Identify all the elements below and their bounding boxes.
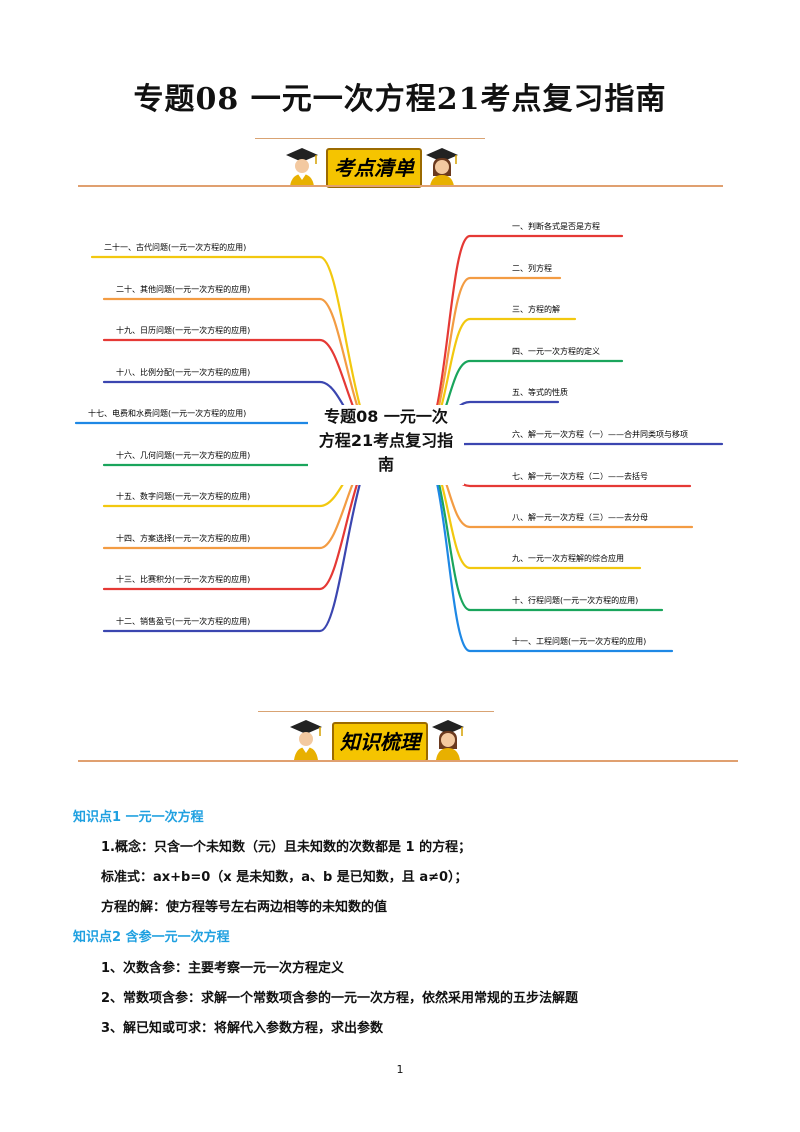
mindmap-center-line: 南 <box>377 455 394 474</box>
mindmap-right-item: 六、解一元一次方程（一）——合并同类项与移项 <box>512 430 688 439</box>
mindmap-right-item: 三、方程的解 <box>512 305 560 314</box>
mindmap-right-item: 八、解一元一次方程（三）——去分母 <box>512 513 648 522</box>
mindmap-left-item: 二十、其他问题(一元一次方程的应用) <box>116 285 251 294</box>
kp2-line: 2、常数项含参：求解一个常数项含参的一元一次方程，依然采用常规的五步法解题 <box>101 991 579 1006</box>
kp1-line: 方程的解：使方程等号左右两边相等的未知数的值 <box>101 900 388 915</box>
banner-bottom-rule <box>78 185 723 187</box>
graduate-boy-icon <box>288 718 324 760</box>
banner-bottom-rule <box>78 760 738 762</box>
mindmap-right-item: 四、一元一次方程的定义 <box>512 347 600 356</box>
mindmap-left-item: 十二、销售盈亏(一元一次方程的应用) <box>116 617 251 626</box>
graduate-girl-icon <box>424 146 460 186</box>
mindmap-left-item: 十四、方案选择(一元一次方程的应用) <box>116 534 251 543</box>
mindmap-center-line: 方程21考点复习指 <box>318 431 454 450</box>
banner-top-rule <box>258 711 494 712</box>
graduate-girl-icon <box>430 718 466 760</box>
kp1-line: 1.概念：只含一个未知数（元）且未知数的次数都是 1 的方程； <box>101 840 472 855</box>
mindmap-left-item: 十八、比例分配(一元一次方程的应用) <box>116 368 251 377</box>
kp1-line: 标准式：ax+b=0（x 是未知数，a、b 是已知数，且 a≠0）； <box>101 870 468 885</box>
mindmap-right-item: 九、一元一次方程解的综合应用 <box>512 554 624 563</box>
mindmap-center-line: 专题08 一元一次 <box>324 407 448 426</box>
mindmap-left-item: 十五、数字问题(一元一次方程的应用) <box>116 492 251 501</box>
page-title: 专题08 一元一次方程21考点复习指南 <box>133 82 667 117</box>
knowledge-point-2-title: 知识点2 含参一元一次方程 <box>73 930 230 945</box>
mindmap-left-item: 十九、日历问题(一元一次方程的应用) <box>116 326 251 335</box>
mindmap-left-item: 十六、几何问题(一元一次方程的应用) <box>116 451 251 460</box>
mindmap-right-item: 七、解一元一次方程（二）——去括号 <box>512 472 648 481</box>
section-banner-knowledge: 知识梳理 <box>332 722 428 762</box>
mindmap-left-item: 十三、比赛积分(一元一次方程的应用) <box>116 575 251 584</box>
mindmap-right-item: 十一、工程问题(一元一次方程的应用) <box>512 637 647 646</box>
section-banner-checklist: 考点清单 <box>326 148 422 188</box>
kp2-line: 3、解已知或可求：将解代入参数方程，求出参数 <box>101 1021 384 1036</box>
mindmap-center-node: 专题08 一元一次 方程21考点复习指 南 <box>308 405 464 485</box>
knowledge-point-1-title: 知识点1 一元一次方程 <box>73 810 204 825</box>
graduate-boy-icon <box>284 146 320 186</box>
mindmap-left-item: 二十一、古代问题(一元一次方程的应用) <box>104 243 247 252</box>
mindmap-graphic <box>74 234 724 653</box>
mindmap-right-item: 一、判断各式是否是方程 <box>512 222 600 231</box>
kp2-line: 1、次数含参：主要考察一元一次方程定义 <box>101 961 345 976</box>
mindmap-right-item: 二、列方程 <box>512 264 552 273</box>
mindmap-right-item: 十、行程问题(一元一次方程的应用) <box>512 596 639 605</box>
banner-top-rule <box>255 138 485 139</box>
mindmap-right-item: 五、等式的性质 <box>512 388 568 397</box>
page-number: 1 <box>396 1063 404 1076</box>
mindmap-left-item: 十七、电费和水费问题(一元一次方程的应用) <box>88 409 247 418</box>
